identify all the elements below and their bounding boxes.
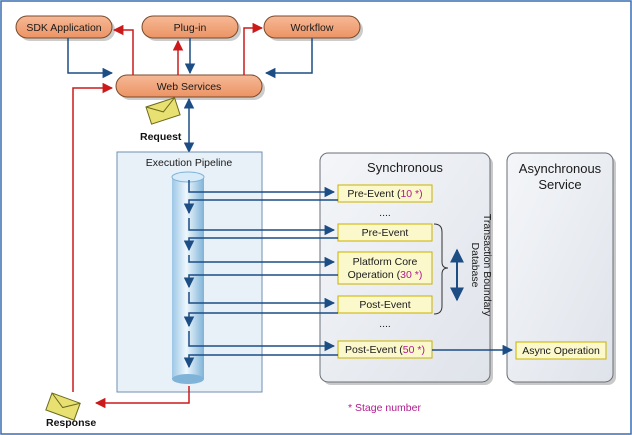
- svg-text:Pre-Event (10 *): Pre-Event (10 *): [347, 188, 422, 200]
- arrow-workflow-to-ws: [264, 38, 313, 79]
- plug-in-label: Plug-in: [174, 22, 207, 34]
- response-envelope-icon: [45, 392, 81, 421]
- async-operation-box[interactable]: Async Operation: [515, 341, 607, 360]
- arrow-response-up: [72, 82, 114, 392]
- ellipsis-bottom: ....: [379, 318, 391, 330]
- stage-pre-event-label: Pre-Event: [362, 227, 409, 239]
- asynchronous-title-line1: Asynchronous: [519, 161, 602, 176]
- transaction-boundary-line1: Database: [469, 243, 481, 288]
- stage-pre-event-10-number: 10: [400, 188, 412, 200]
- async-operation-label: Async Operation: [522, 345, 600, 357]
- workflow-label: Workflow: [291, 22, 334, 34]
- request-envelope-icon: [145, 97, 181, 125]
- response-label: Response: [46, 417, 96, 429]
- sdk-application-label: SDK Application: [26, 22, 101, 34]
- asynchronous-panel: Asynchronous Service: [506, 152, 616, 385]
- synchronous-title: Synchronous: [367, 160, 443, 175]
- stage-core-line1: Platform Core: [353, 256, 418, 268]
- pipeline-cylinder: [171, 171, 205, 384]
- request-label: Request: [140, 131, 182, 143]
- sdk-application-node[interactable]: SDK Application: [15, 15, 115, 41]
- transaction-boundary-line2: Transaction Boundary: [481, 214, 493, 317]
- stage-number-legend: * Stage number: [348, 402, 421, 414]
- transaction-boundary-label: Database Transaction Boundary: [469, 214, 493, 317]
- stage-pre-event-10[interactable]: Pre-Event (10 *): [337, 184, 433, 203]
- plug-in-node[interactable]: Plug-in: [141, 15, 241, 41]
- stage-core-operation-30[interactable]: Platform Core Operation (30 *): [337, 251, 433, 285]
- ellipsis-top: ....: [379, 207, 391, 219]
- svg-text:Post-Event (50 *): Post-Event (50 *): [345, 344, 425, 356]
- stage-post-event-50-number: 50: [403, 344, 415, 356]
- stage-post-event[interactable]: Post-Event: [337, 295, 433, 314]
- stage-post-event-50-label: Post-Event: [345, 344, 396, 356]
- stage-pre-event-10-label: Pre-Event: [347, 188, 394, 200]
- execution-pipeline-title: Execution Pipeline: [146, 157, 233, 169]
- arrow-sdk-to-ws: [67, 38, 114, 79]
- workflow-node[interactable]: Workflow: [263, 15, 363, 41]
- stage-post-event-50[interactable]: Post-Event (50 *): [337, 340, 433, 359]
- stage-core-number: 30: [400, 269, 412, 281]
- arrow-ws-to-workflow: [243, 22, 264, 75]
- arrow-ws-to-sdk: [112, 24, 134, 75]
- asynchronous-title-line2: Service: [538, 177, 581, 192]
- web-services-label: Web Services: [157, 81, 222, 93]
- svg-text:Operation (30 *): Operation (30 *): [348, 269, 423, 281]
- stage-post-event-label: Post-Event: [359, 299, 410, 311]
- transaction-brace: [433, 223, 449, 315]
- stage-core-line2: Operation: [348, 269, 394, 281]
- web-services-node[interactable]: Web Services: [115, 74, 265, 100]
- stage-pre-event[interactable]: Pre-Event: [337, 223, 433, 242]
- pipeline-flow-arrows: [183, 180, 514, 369]
- arrow-response-path: [94, 386, 190, 409]
